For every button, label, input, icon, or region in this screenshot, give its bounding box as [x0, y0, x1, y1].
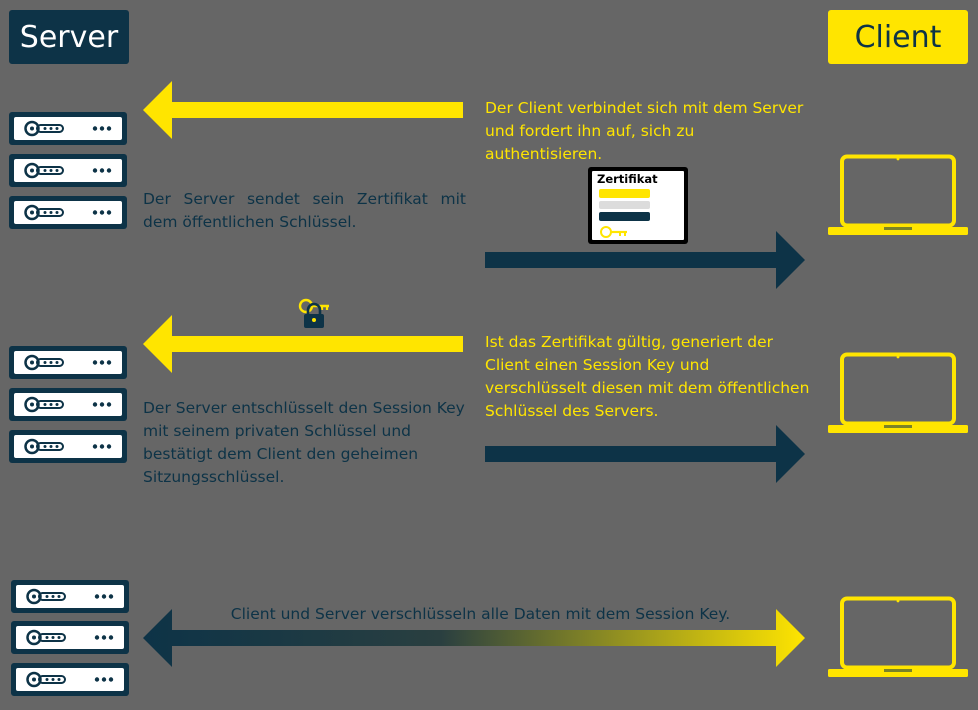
arrow-right-icon — [485, 231, 805, 289]
certificate-icon — [588, 167, 688, 244]
server-label: Server — [19, 19, 119, 55]
laptop-icon — [826, 352, 970, 435]
arrow-left-icon — [143, 315, 463, 373]
server-rack-icon — [9, 578, 131, 698]
certificate-title: Zertifikat — [597, 172, 658, 186]
padlock-icon — [304, 302, 324, 328]
laptop-icon — [826, 596, 970, 679]
step5-text: Client und Server verschlüsseln alle Dat… — [230, 605, 731, 623]
server-badge: Server — [9, 10, 129, 64]
step4-text: Der Server entschlüsselt den Session Key… — [143, 399, 465, 486]
laptop-icon — [826, 154, 970, 237]
client-label: Client — [854, 19, 942, 55]
step1-text: Der Client verbindet sich mit dem Server… — [485, 99, 804, 163]
key-icon — [298, 298, 329, 314]
arrow-right-icon — [485, 425, 805, 483]
double-arrow-icon — [143, 609, 805, 667]
arrow-left-icon — [143, 81, 463, 139]
step2-text: Der Server sendet sein Zertifikat mit de… — [143, 190, 466, 231]
client-badge: Client — [828, 10, 968, 64]
server-rack-icon — [7, 110, 129, 231]
server-rack-icon — [7, 344, 129, 465]
step3-text: Ist das Zertifikat gültig, generiert der… — [485, 333, 810, 420]
